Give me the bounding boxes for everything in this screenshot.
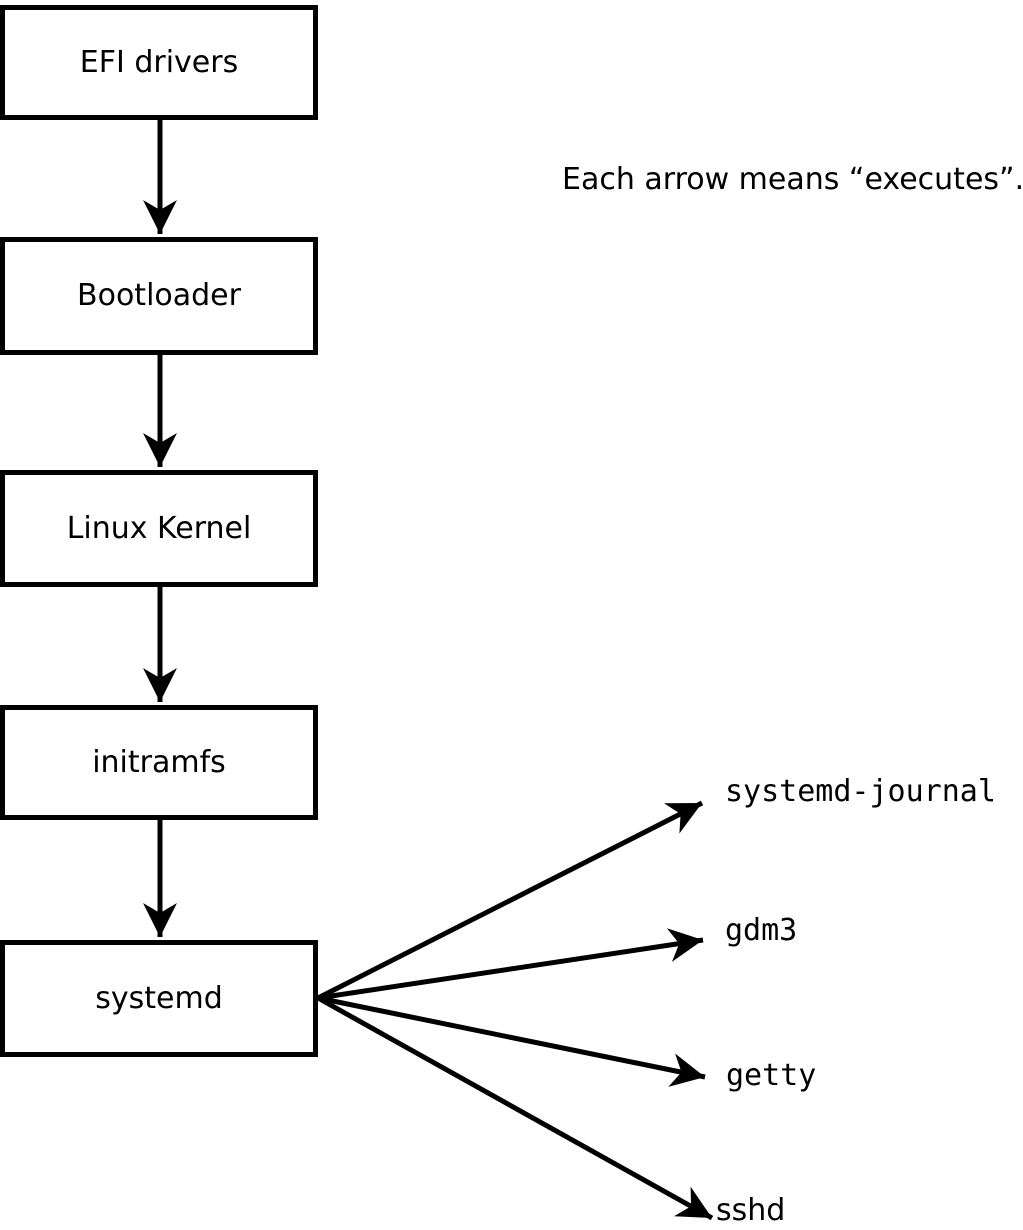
leaf-label-systemd-journal: systemd-journal: [725, 774, 996, 809]
leaf-label-gdm3: gdm3: [725, 913, 798, 948]
node-efi-drivers-label: EFI drivers: [79, 44, 239, 80]
node-initramfs-label: initramfs: [92, 744, 226, 780]
node-systemd: systemd: [0, 940, 318, 1057]
node-bootloader: Bootloader: [0, 237, 318, 355]
arrow-systemd-to-getty: [317, 995, 706, 1087]
arrow-systemd-to-sshd: [316, 995, 714, 1221]
leaf-label-getty: getty: [726, 1058, 817, 1093]
node-linux-kernel-label: Linux Kernel: [66, 510, 252, 546]
arrow-systemd-to-systemd-journal: [316, 800, 704, 1001]
leaf-label-sshd: sshd: [716, 1193, 786, 1228]
arrow-systemd-to-gdm3: [317, 928, 704, 1001]
node-initramfs: initramfs: [0, 705, 318, 820]
node-efi-drivers: EFI drivers: [0, 5, 318, 120]
node-linux-kernel: Linux Kernel: [0, 470, 318, 587]
legend-note: Each arrow means “executes”.: [562, 162, 1023, 197]
node-systemd-label: systemd: [95, 980, 223, 1016]
node-bootloader-label: Bootloader: [77, 278, 241, 313]
